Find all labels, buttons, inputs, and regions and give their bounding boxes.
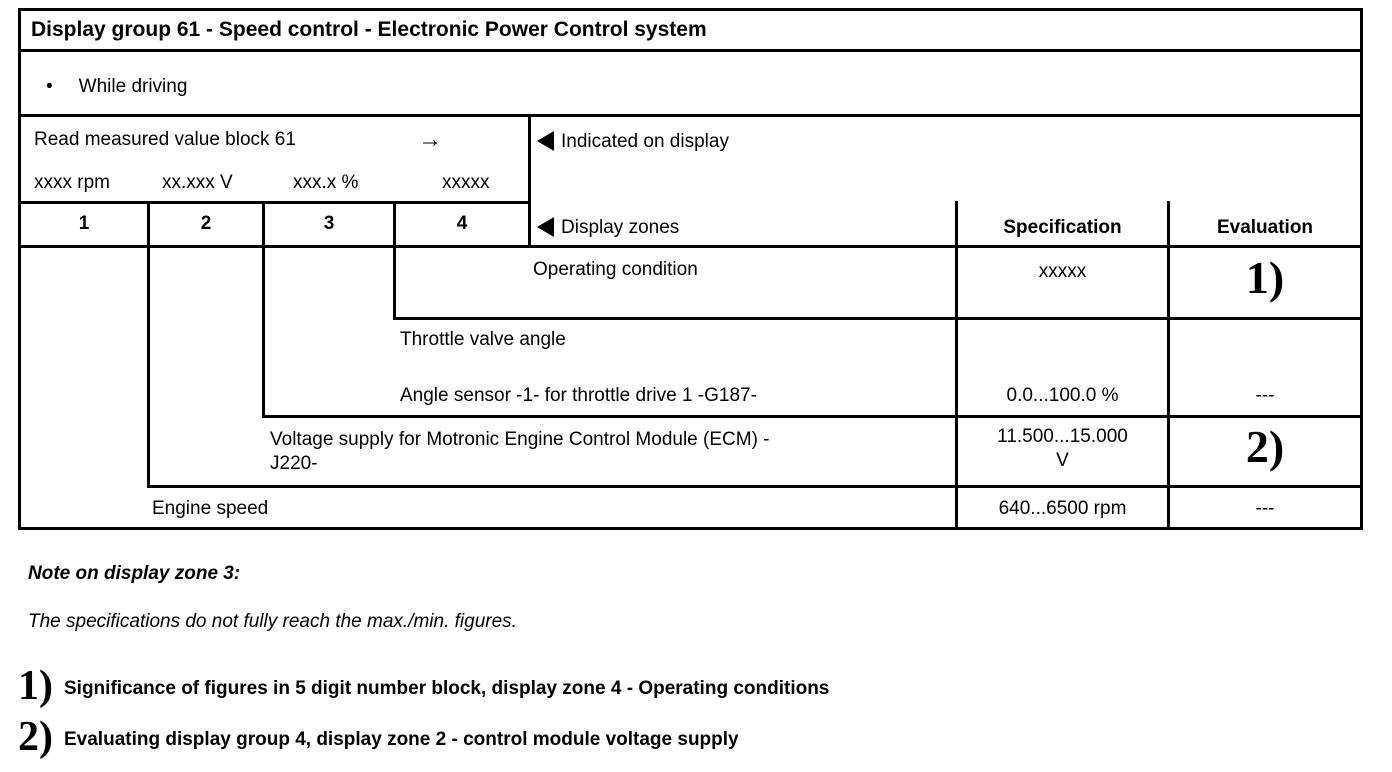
display-zones-label: Display zones (561, 217, 680, 238)
table-divider-zone1-2 (147, 201, 150, 488)
note-heading: Note on display zone 3: (28, 563, 241, 584)
table-line-below-condition (18, 114, 1363, 117)
driving-condition-item: • While driving (46, 76, 187, 98)
zone-number-3: 3 (323, 213, 335, 234)
zone-number-1: 1 (78, 213, 90, 234)
footnote-1-marker: 1) (18, 663, 53, 709)
engine-speed-spec: 640...6500 rpm (998, 498, 1127, 519)
angle-sensor-label: Angle sensor -1- for throttle drive 1 -G… (400, 385, 757, 406)
table-title: Display group 61 - Speed control - Elect… (31, 18, 707, 41)
footnote-2-marker: 2) (18, 714, 53, 760)
table-border-top (18, 8, 1363, 11)
engine-speed-eval: --- (1255, 498, 1275, 519)
table-line-below-row-throttle (262, 415, 1363, 418)
note-body: The specifications do not fully reach th… (28, 611, 517, 632)
table-line-below-format (18, 201, 531, 204)
voltage-supply-label-line2: J220- (270, 453, 318, 474)
zone-number-4: 4 (456, 213, 468, 234)
left-triangle-icon (537, 217, 554, 237)
voltage-supply-spec-line1: 11.500...15.000 (997, 426, 1128, 447)
zone-number-2: 2 (200, 213, 212, 234)
throttle-valve-angle-label: Throttle valve angle (400, 329, 566, 350)
right-arrow-icon: → (418, 126, 442, 153)
engine-speed-label: Engine speed (152, 498, 269, 519)
voltage-supply-spec-line2: V (1056, 450, 1069, 471)
display-format-voltage: xx.xxx V (162, 172, 233, 193)
table-line-below-title (18, 49, 1363, 52)
driving-condition-label: While driving (78, 76, 188, 97)
display-format-rpm: xxxx rpm (34, 172, 110, 193)
read-block-label: Read measured value block 61 (34, 129, 296, 150)
footnote-1-text: Significance of figures in 5 digit numbe… (64, 678, 830, 699)
left-triangle-icon (537, 131, 554, 151)
specification-header: Specification (1003, 217, 1122, 238)
table-border-bottom (18, 527, 1363, 530)
bullet-icon: • (46, 76, 53, 97)
angle-sensor-eval: --- (1255, 385, 1275, 406)
display-format-percent: xxx.x % (293, 172, 359, 193)
indicated-on-display-label: Indicated on display (561, 131, 729, 152)
angle-sensor-spec: 0.0...100.0 % (1006, 385, 1119, 406)
table-border-left (18, 8, 21, 530)
table-divider-specification (955, 201, 958, 530)
table-line-below-zone-headers (18, 245, 1363, 248)
evaluation-header: Evaluation (1216, 217, 1314, 238)
table-border-right (1360, 8, 1363, 530)
table-divider-zone2-3 (262, 201, 265, 418)
footnote-2-text: Evaluating display group 4, display zone… (64, 729, 739, 750)
footnote-ref-1: 1) (1245, 252, 1285, 303)
operating-condition-spec: xxxxx (1038, 261, 1087, 282)
table-divider-read-block (528, 114, 531, 248)
table-divider-zone3-4 (393, 201, 396, 320)
voltage-supply-label-line1: Voltage supply for Motronic Engine Contr… (270, 429, 770, 450)
table-line-below-row-operating-condition (393, 317, 1363, 320)
display-format-number: xxxxx (442, 172, 490, 193)
table-divider-evaluation (1167, 201, 1170, 530)
footnote-ref-2: 2) (1245, 421, 1285, 472)
table-line-below-row-voltage (147, 485, 1363, 488)
operating-condition-label: Operating condition (533, 259, 698, 280)
